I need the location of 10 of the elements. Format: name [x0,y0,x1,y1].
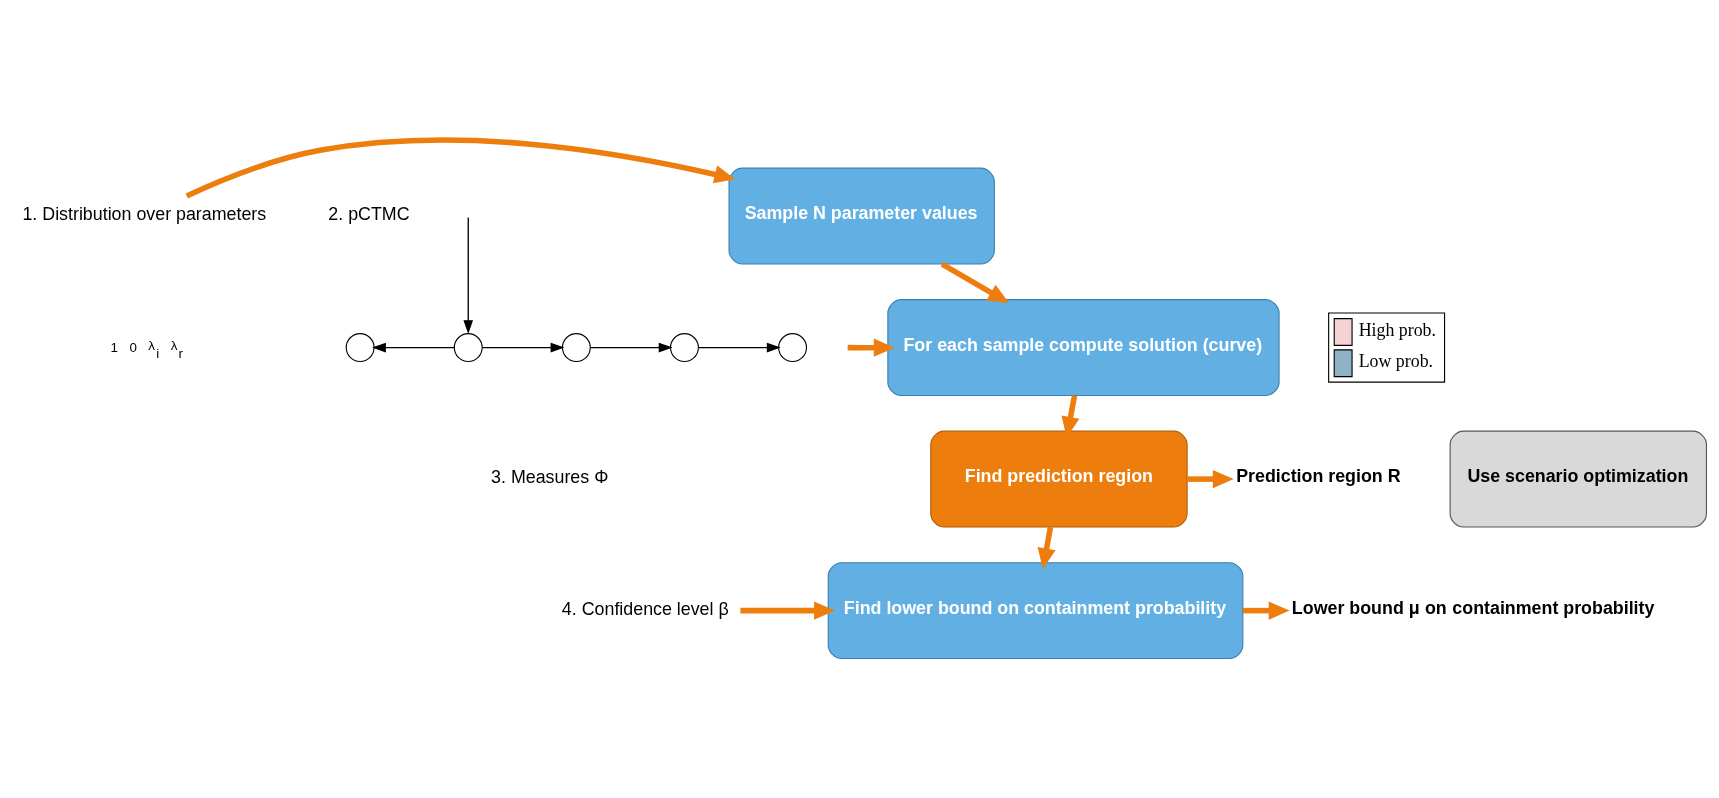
node-text: 4. Confidence level β [561,598,729,619]
node-text: 3. Measures Φ [490,467,608,488]
legend-label: High prob. [1358,320,1436,341]
node-text: 2. pCTMC [327,204,410,225]
node-text: Lower bound μ on containment probability [1291,597,1654,618]
label: 0 [128,339,137,355]
legend-label: Low prob. [1358,351,1433,372]
node-text: Prediction region R [1235,466,1401,487]
node-text: 1. Distribution over parameters [21,204,266,225]
label: 1 [109,339,118,355]
